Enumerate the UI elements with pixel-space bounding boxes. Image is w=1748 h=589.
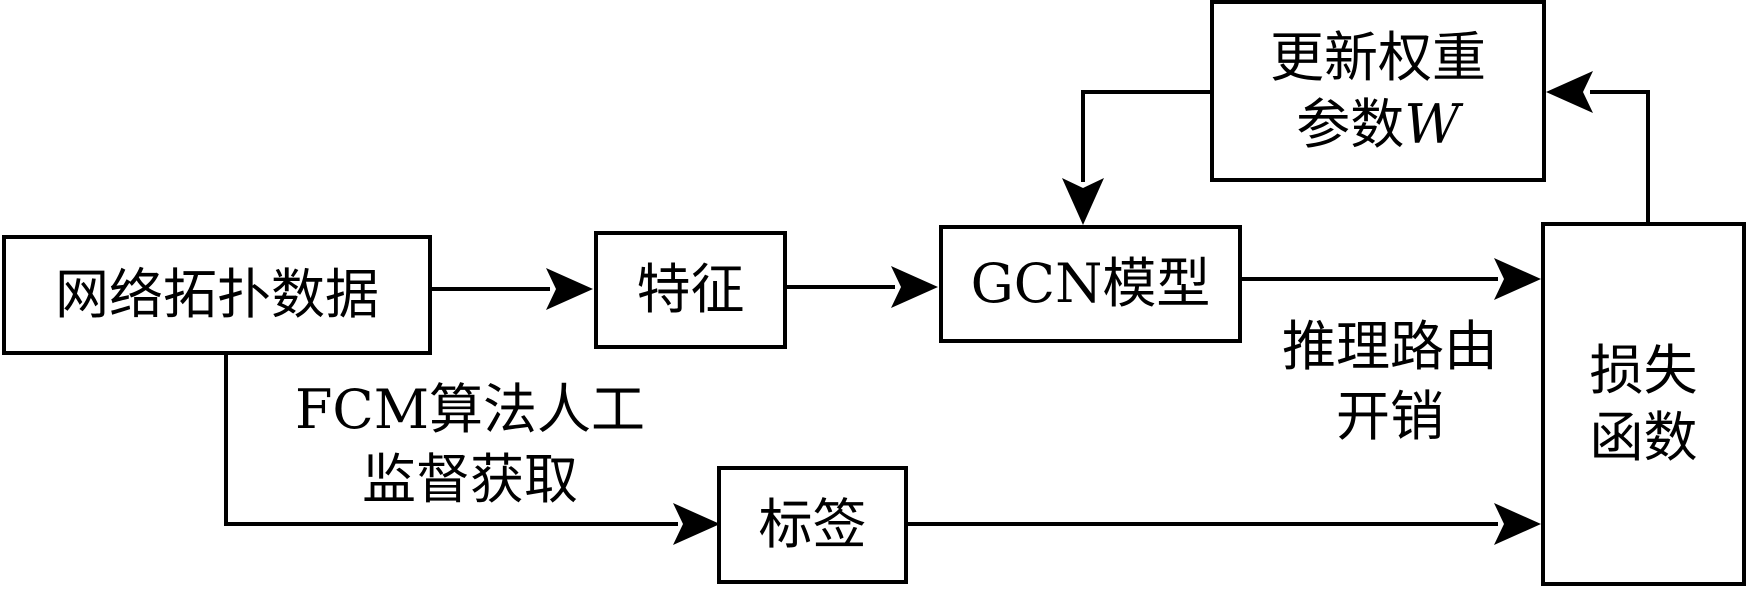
update-weights-box: 更新权重 参数W xyxy=(1210,0,1546,182)
label-box: 标签 xyxy=(717,466,908,584)
loss-function-line1: 损失 xyxy=(1589,338,1698,402)
routing-cost-line2: 开销 xyxy=(1336,385,1444,449)
update-weights-line1: 更新权重 xyxy=(1270,25,1486,89)
arrow-topology-to-feature xyxy=(432,268,593,310)
arrow-weights-to-gcn xyxy=(1062,90,1210,225)
gcn-model-box: GCN模型 xyxy=(939,225,1242,343)
update-weights-line2: 参数W xyxy=(1296,91,1460,159)
routing-cost-line1: 推理路由 xyxy=(1282,315,1498,378)
arrow-label-to-loss xyxy=(908,503,1541,545)
weight-symbol: W xyxy=(1404,93,1460,156)
update-weights-params-text: 参数 xyxy=(1296,93,1405,156)
topology-data-label: 网络拓扑数据 xyxy=(55,263,379,327)
arrow-gcn-to-loss xyxy=(1242,258,1541,300)
fcm-edge-label: FCM算法人工 监督获取 xyxy=(270,375,670,515)
gcn-model-label: GCN模型 xyxy=(970,252,1211,316)
loss-function-line2: 函数 xyxy=(1589,406,1698,469)
arrow-loss-to-weights xyxy=(1546,71,1650,222)
routing-cost-edge-label: 推理路由 开销 xyxy=(1240,312,1540,452)
fcm-edge-label-line2: 监督获取 xyxy=(362,448,578,512)
feature-label: 特征 xyxy=(636,258,745,322)
fcm-edge-label-line1: FCM算法人工 xyxy=(294,378,646,441)
arrow-feature-to-gcn xyxy=(787,266,938,308)
topology-data-box: 网络拓扑数据 xyxy=(2,235,432,355)
label-box-text: 标签 xyxy=(758,493,867,557)
arrow-topology-to-label xyxy=(224,354,720,545)
loss-function-box: 损失 函数 xyxy=(1541,222,1746,586)
feature-box: 特征 xyxy=(594,231,787,349)
